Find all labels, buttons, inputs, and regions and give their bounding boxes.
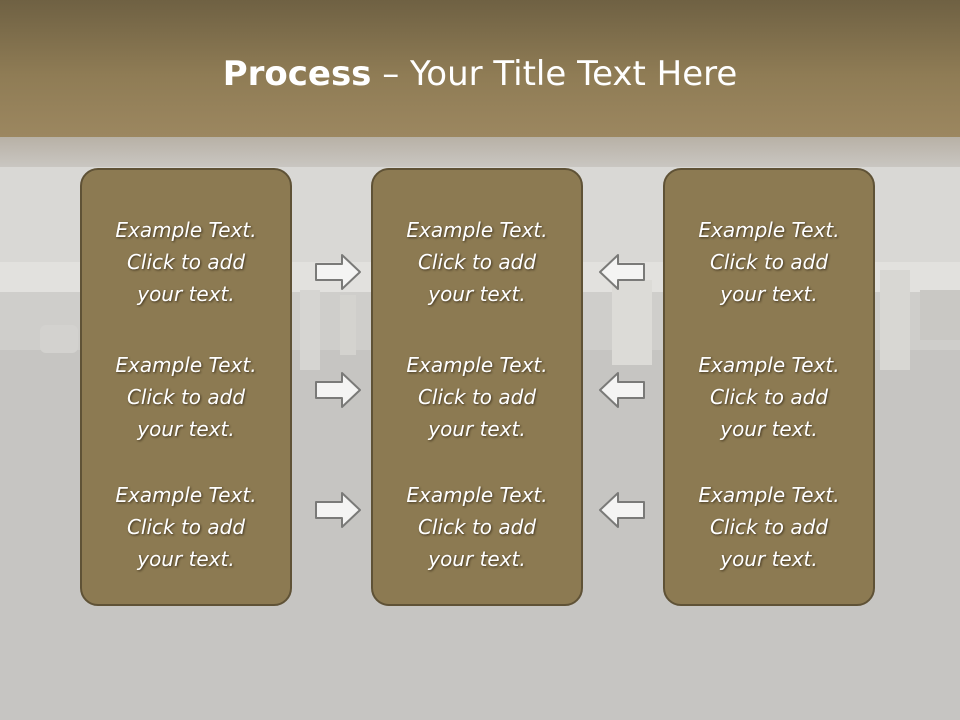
process-box-left[interactable]: Example Text. Click to add your text. Ex… [80, 168, 292, 606]
arrow-right-icon [315, 254, 361, 290]
arrow-right-icon [315, 492, 361, 528]
header-band [0, 137, 960, 167]
text-placeholder[interactable]: Example Text. Click to add your text. [406, 218, 548, 306]
title-bold: Process [222, 54, 372, 94]
text-placeholder[interactable]: Example Text. Click to add your text. [406, 353, 548, 441]
slide-title[interactable]: Process – Your Title Text Here [0, 52, 960, 96]
text-placeholder[interactable]: Example Text. Click to add your text. [698, 353, 840, 441]
arrow-left-icon [599, 254, 645, 290]
text-placeholder[interactable]: Example Text. Click to add your text. [115, 218, 257, 306]
process-box-center[interactable]: Example Text. Click to add your text. Ex… [371, 168, 583, 606]
text-placeholder[interactable]: Example Text. Click to add your text. [115, 353, 257, 441]
text-placeholder[interactable]: Example Text. Click to add your text. [698, 218, 840, 306]
header-bar [0, 0, 960, 137]
process-box-right[interactable]: Example Text. Click to add your text. Ex… [663, 168, 875, 606]
arrow-left-icon [599, 372, 645, 408]
text-placeholder[interactable]: Example Text. Click to add your text. [115, 483, 257, 571]
text-placeholder[interactable]: Example Text. Click to add your text. [698, 483, 840, 571]
text-placeholder[interactable]: Example Text. Click to add your text. [406, 483, 548, 571]
arrow-right-icon [315, 372, 361, 408]
title-rest: – Your Title Text Here [371, 54, 738, 94]
arrow-left-icon [599, 492, 645, 528]
